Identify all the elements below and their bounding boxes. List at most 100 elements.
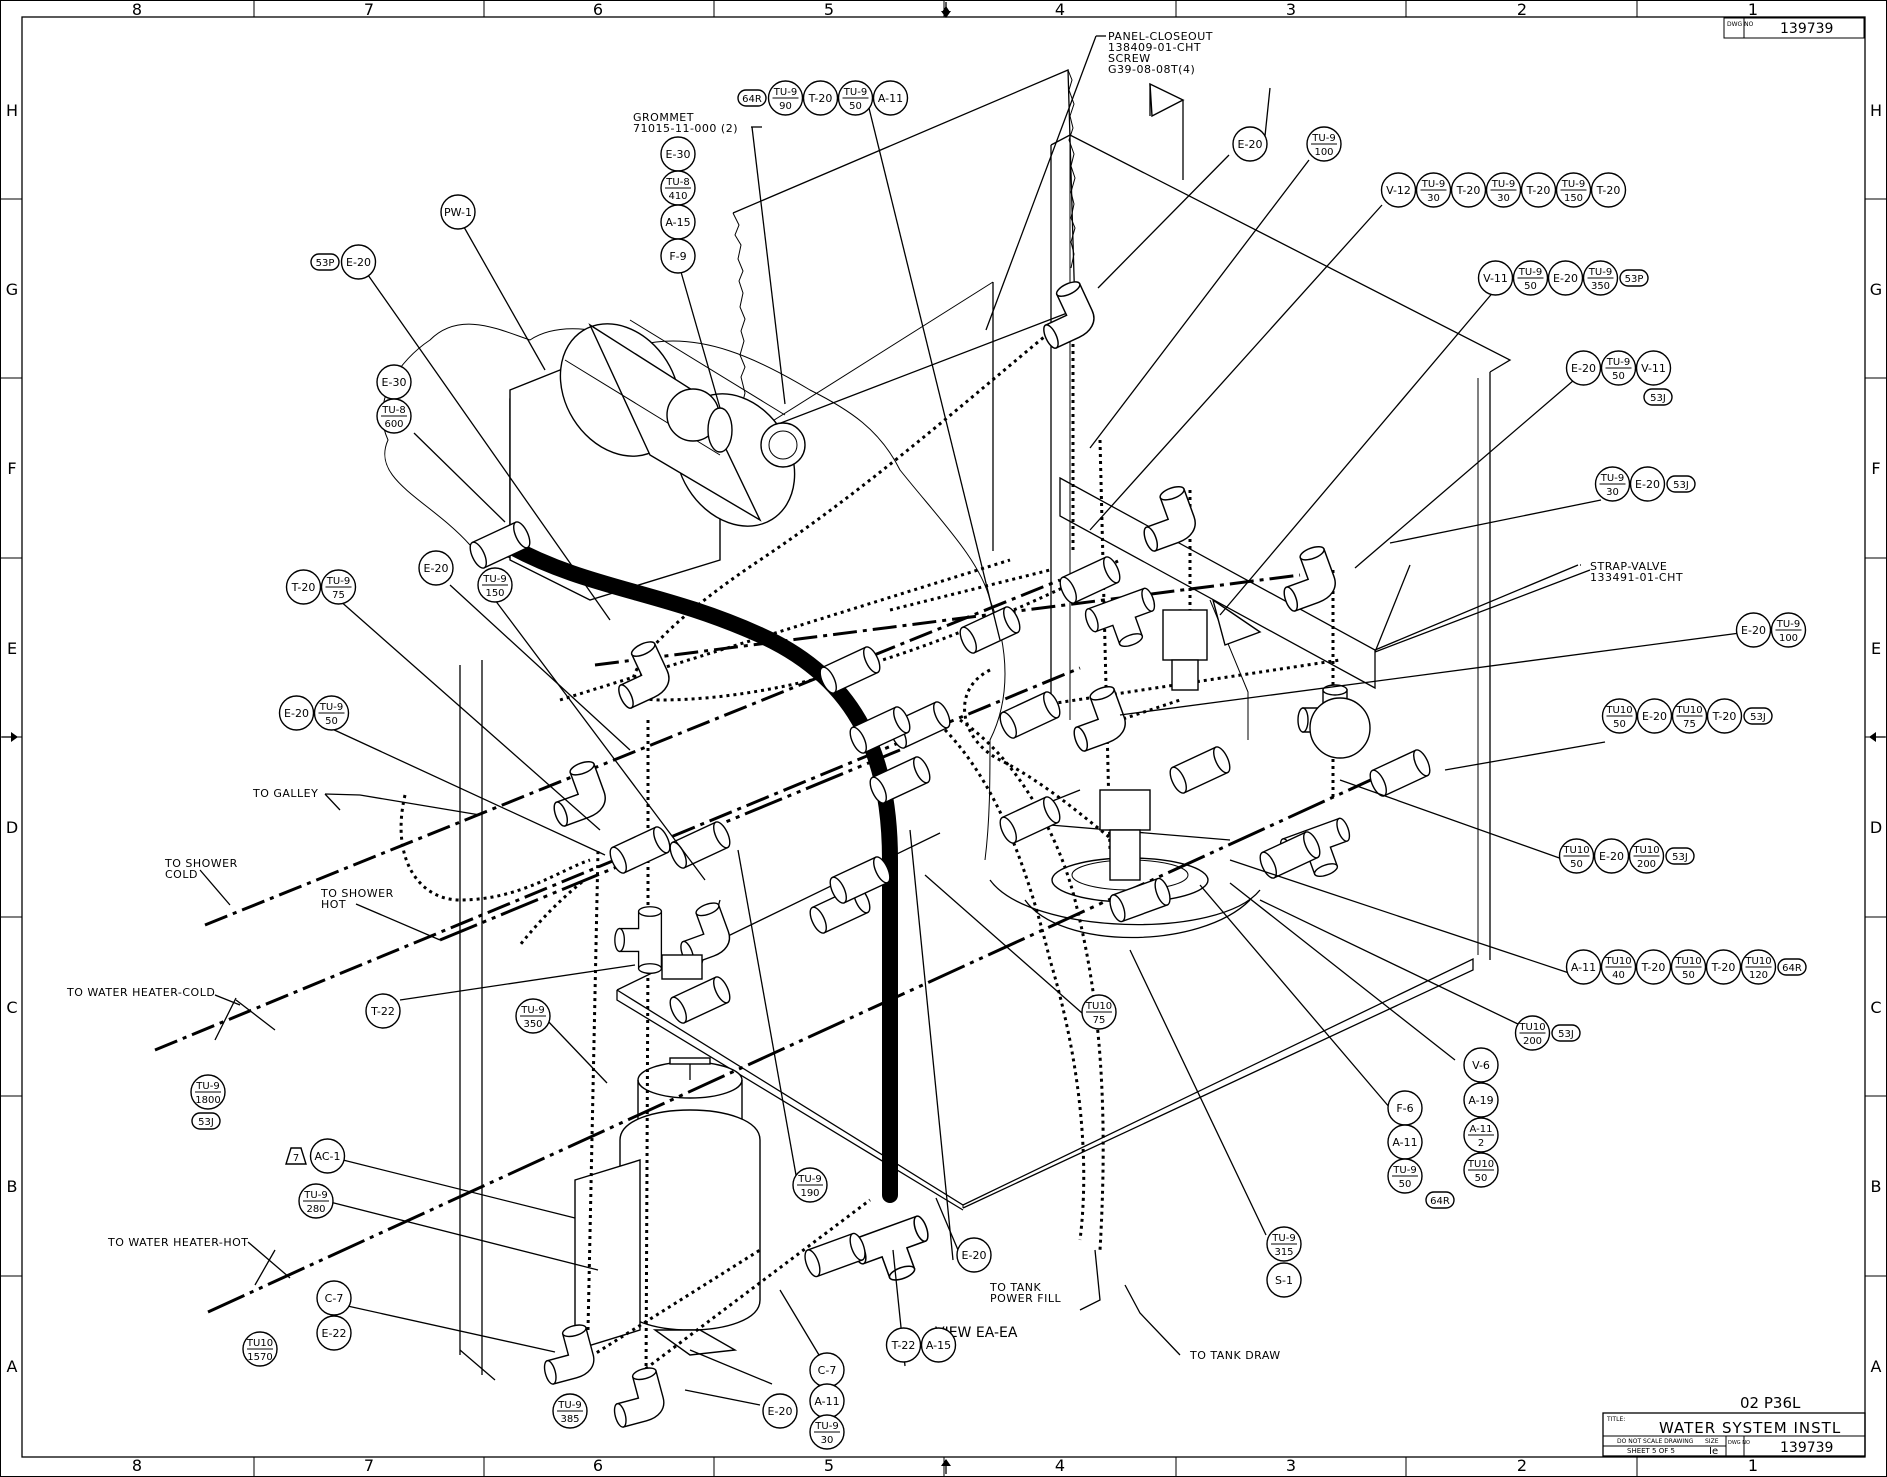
callout-e20-mid: E-20 xyxy=(418,550,454,586)
svg-text:F-9: F-9 xyxy=(669,250,686,263)
callout-tag: 53J xyxy=(1666,475,1696,493)
size-value: Ie xyxy=(1709,1446,1718,1457)
svg-text:50: 50 xyxy=(1475,1173,1488,1184)
svg-text:E-30: E-30 xyxy=(666,148,691,161)
svg-text:53J: 53J xyxy=(1650,393,1666,404)
elbow-fitting xyxy=(618,641,670,709)
svg-text:TU10: TU10 xyxy=(1632,845,1659,856)
svg-text:A-19: A-19 xyxy=(1468,1094,1493,1107)
to-shower-hot-label: TO SHOWER xyxy=(320,887,394,900)
svg-text:A-11: A-11 xyxy=(878,92,903,105)
callout-circle: E-20 xyxy=(1629,466,1666,502)
callout-fraction: TU10 200 xyxy=(1628,838,1665,874)
svg-text:350: 350 xyxy=(523,1019,542,1030)
callout-circle: E-20 xyxy=(762,1393,798,1429)
dwg-number-box: DWG NO 139739 xyxy=(1723,17,1865,39)
svg-text:53J: 53J xyxy=(1673,480,1689,491)
svg-text:E-20: E-20 xyxy=(962,1249,987,1262)
valve-assembly xyxy=(661,598,1371,980)
svg-text:50: 50 xyxy=(1399,1179,1412,1190)
pipe-coupling xyxy=(999,691,1061,739)
zone-col-bottom-1: 1 xyxy=(1748,1456,1758,1475)
zone-row-right-F: F xyxy=(1871,459,1880,478)
elbow-fitting xyxy=(1073,686,1126,752)
svg-text:TU-9: TU-9 xyxy=(482,574,506,585)
zone-row-left-D: D xyxy=(6,818,18,837)
svg-text:30: 30 xyxy=(1497,193,1510,204)
callout-circle: T-22 xyxy=(365,993,401,1029)
pipe-coupling xyxy=(1059,556,1121,604)
zone-col-top-3: 3 xyxy=(1286,0,1296,19)
callout-tag-53j: 53J xyxy=(1643,388,1673,406)
to-tank-power-fill-label: TO TANK xyxy=(989,1281,1041,1294)
svg-text:TU-9: TU-9 xyxy=(1600,473,1624,484)
svg-text:TU-9: TU-9 xyxy=(1271,1233,1295,1244)
structure-linework xyxy=(382,69,1512,1381)
callout-circle: V-11 xyxy=(1477,260,1514,296)
svg-text:30: 30 xyxy=(1606,487,1619,498)
elbow-fitting xyxy=(553,761,606,827)
svg-text:V-11: V-11 xyxy=(1483,272,1508,285)
svg-text:7: 7 xyxy=(293,1153,299,1164)
svg-text:T-20: T-20 xyxy=(1711,961,1736,974)
zone-row-right-G: G xyxy=(1870,280,1882,299)
svg-text:V-6: V-6 xyxy=(1472,1059,1490,1072)
zone-row-right-E: E xyxy=(1871,639,1881,658)
title-label: TITLE: xyxy=(1606,1416,1625,1423)
svg-text:E-20: E-20 xyxy=(1238,138,1263,151)
callout-circle: E-20 xyxy=(1547,260,1584,296)
callout-fraction: TU-950 xyxy=(1600,350,1637,386)
zone-row-left-G: G xyxy=(6,280,18,299)
callout-fraction: TU-950 xyxy=(1512,260,1549,296)
svg-text:TU-9: TU-9 xyxy=(319,702,343,713)
svg-text:TU-9: TU-9 xyxy=(773,87,797,98)
svg-text:E-20: E-20 xyxy=(346,256,371,269)
svg-text:E-20: E-20 xyxy=(1553,272,1578,285)
svg-text:TU-9: TU-9 xyxy=(1588,267,1612,278)
zone-col-top-2: 2 xyxy=(1517,0,1527,19)
callout-circle: F-6 xyxy=(1387,1090,1423,1126)
svg-text:TU-9: TU-9 xyxy=(1311,133,1335,144)
callout-circle: E-20 xyxy=(1232,126,1268,162)
svg-text:64R: 64R xyxy=(1430,1196,1450,1207)
svg-text:A-15: A-15 xyxy=(926,1339,951,1352)
to-water-heater-hot-label: TO WATER HEATER-HOT xyxy=(107,1236,249,1249)
zone-col-bottom-2: 2 xyxy=(1517,1456,1527,1475)
svg-text:TU10: TU10 xyxy=(1675,705,1702,716)
callout-fraction: TU-9 30 xyxy=(1594,466,1631,502)
callout-circle: T-20 xyxy=(285,569,322,605)
svg-text:PW-1: PW-1 xyxy=(444,206,472,219)
svg-text:200: 200 xyxy=(1637,859,1656,870)
callout-circle: E-20 xyxy=(418,550,454,586)
svg-text:TU10: TU10 xyxy=(1085,1001,1112,1012)
callout-circle: T-20 xyxy=(1590,172,1627,208)
zone-col-top-7: 7 xyxy=(364,0,374,19)
sheet-of: SHEET 5 OF 5 xyxy=(1627,1447,1675,1455)
pipe-coupling xyxy=(669,976,731,1024)
svg-text:TU-9: TU-9 xyxy=(814,1421,838,1432)
svg-text:E-20: E-20 xyxy=(1635,478,1660,491)
zone-col-bottom-7: 7 xyxy=(364,1456,374,1475)
svg-text:385: 385 xyxy=(560,1414,579,1425)
svg-text:TU-9: TU-9 xyxy=(1606,357,1630,368)
zone-col-bottom-8: 8 xyxy=(132,1456,142,1475)
svg-text:TU-8: TU-8 xyxy=(665,177,689,188)
to-tank-draw-label: TO TANK DRAW xyxy=(1189,1349,1281,1362)
svg-text:T-20: T-20 xyxy=(1526,184,1551,197)
